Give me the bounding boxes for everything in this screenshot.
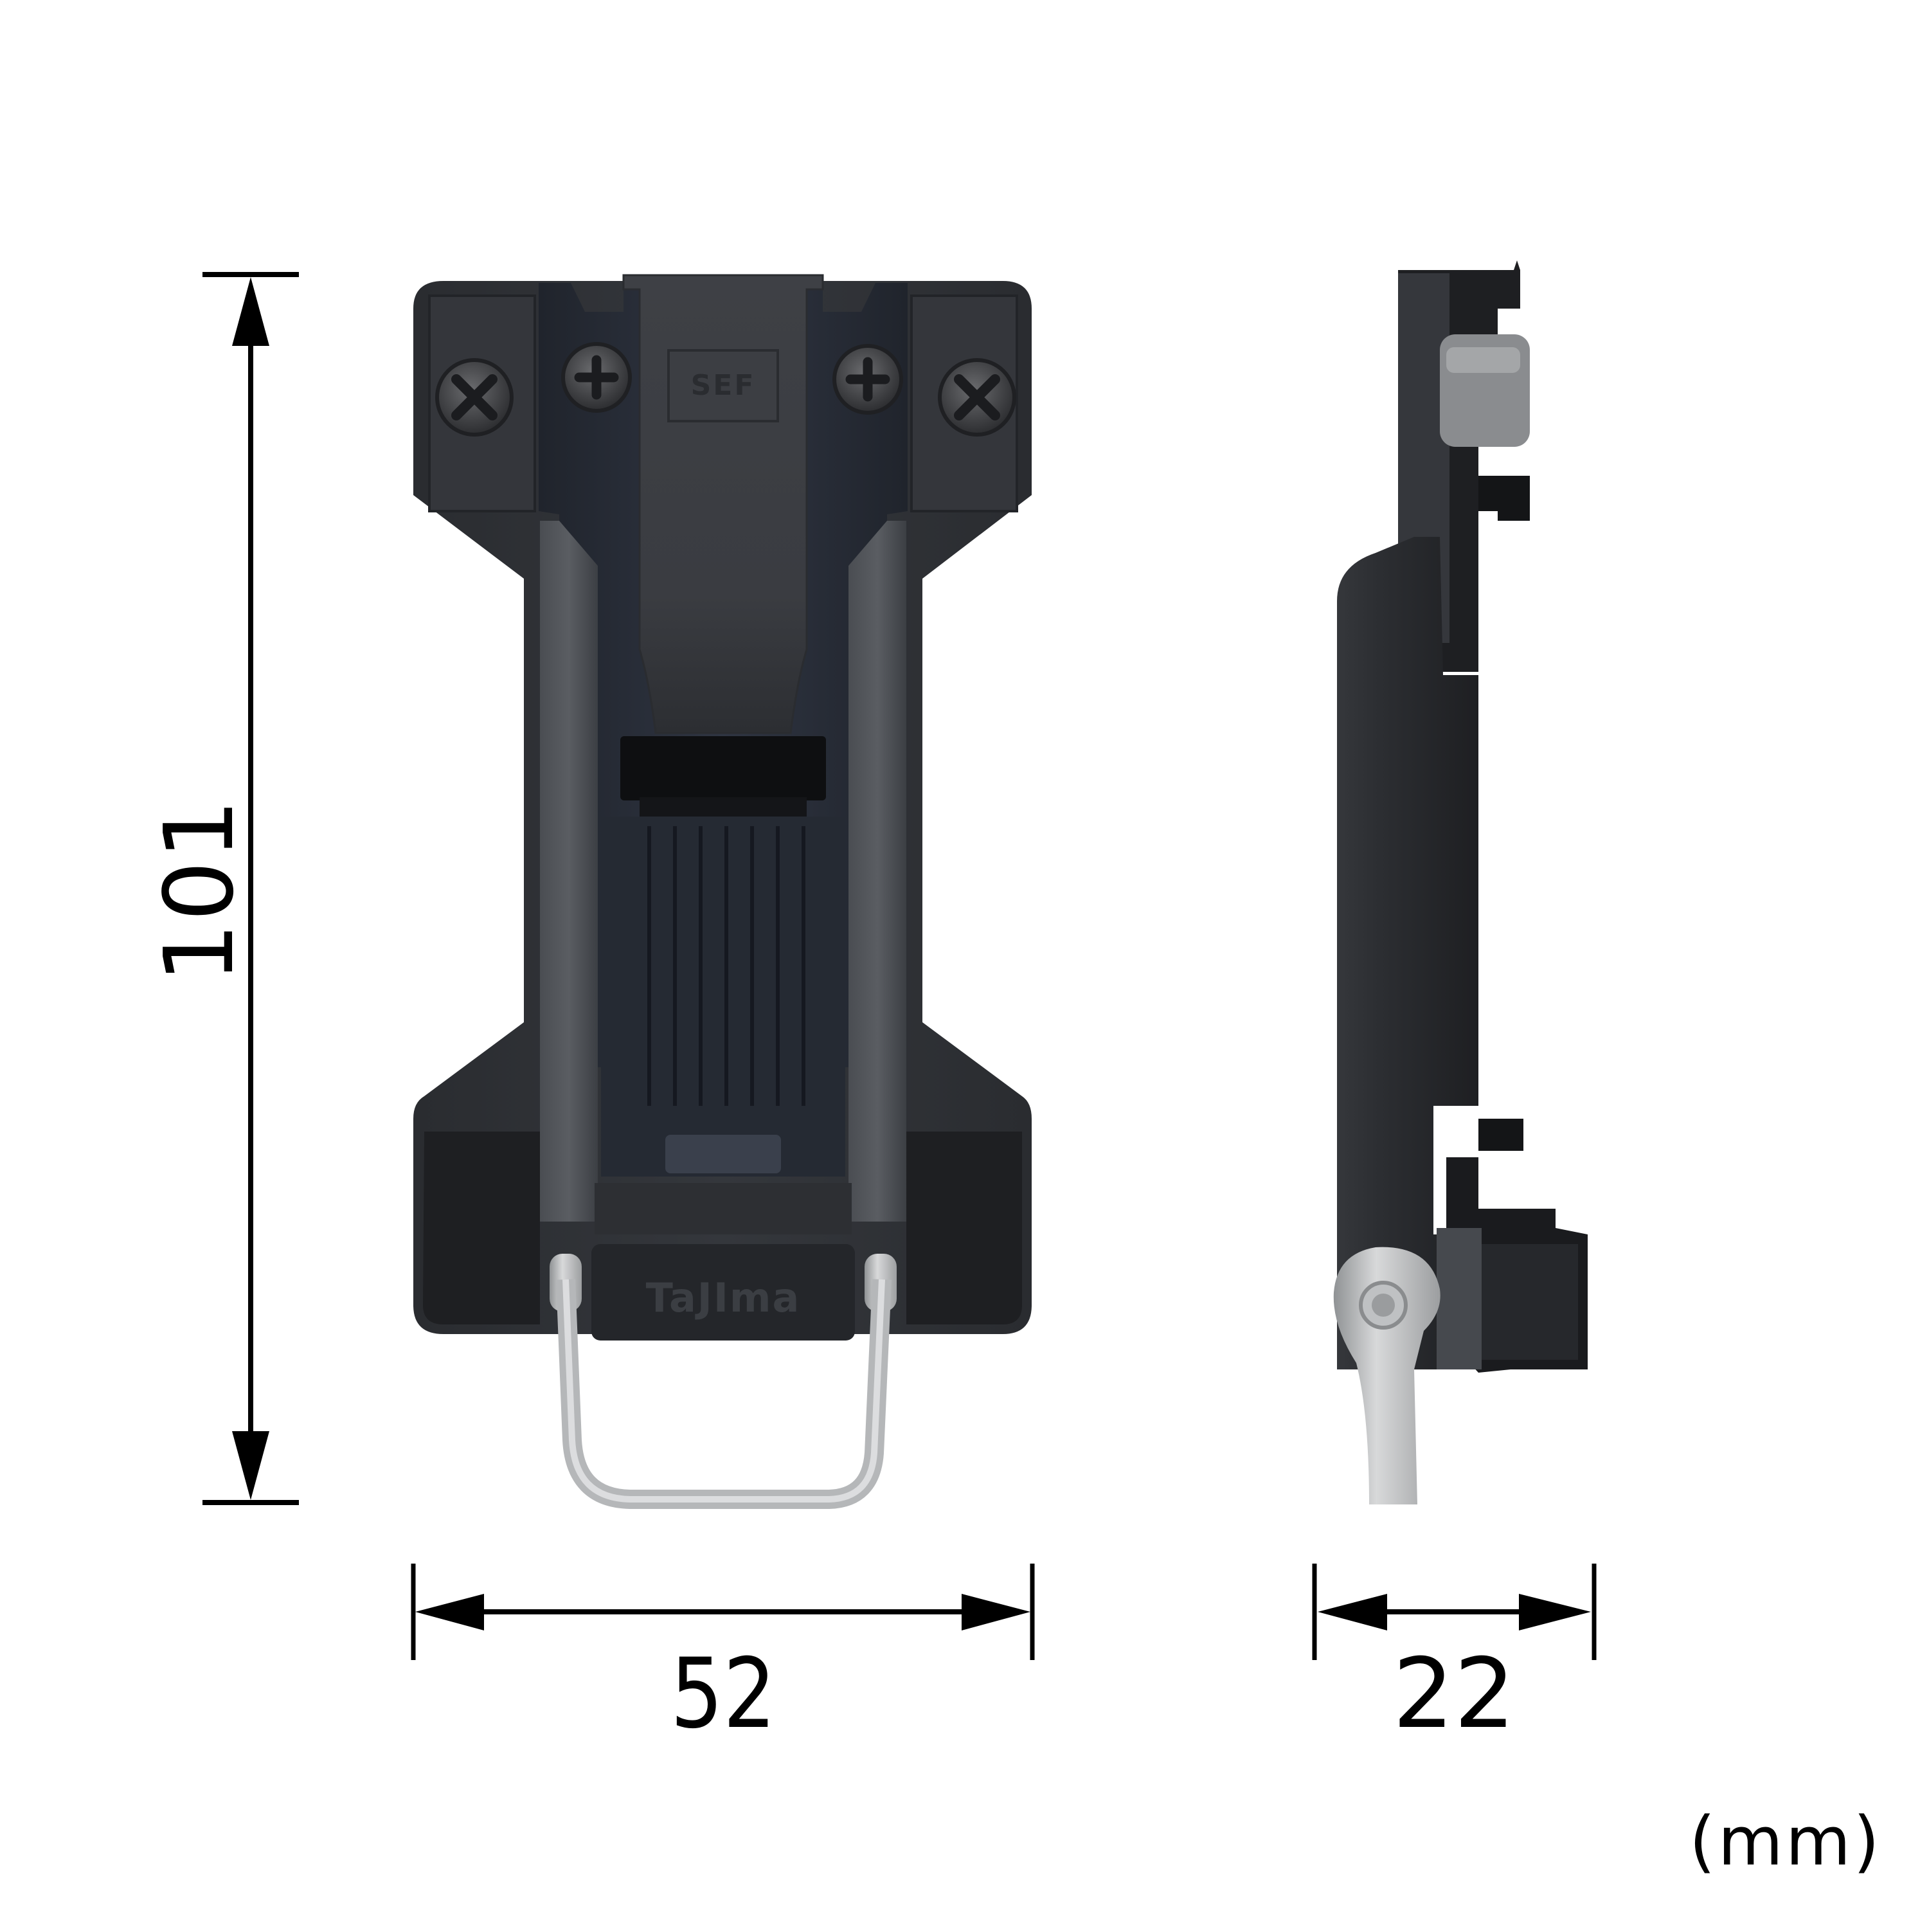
left-rail: [540, 521, 598, 1222]
metal-bale-loop-highlight: [562, 1279, 885, 1503]
side-roller-highlight: [1446, 347, 1520, 373]
arrow-left-icon: [1318, 1594, 1387, 1630]
slider-frame-bottom: [595, 1183, 852, 1234]
width-dimension-label: 52: [670, 1638, 776, 1750]
screw-icon: [561, 342, 632, 413]
side-view: [1333, 260, 1588, 1504]
unit-label: (mm): [1689, 1802, 1882, 1881]
side-main-body: [1337, 537, 1478, 1369]
arrow-right-icon: [962, 1594, 1030, 1630]
arrow-left-icon: [415, 1594, 484, 1630]
slider-bottom-pad: [665, 1135, 781, 1173]
height-dimension: [202, 272, 299, 1505]
tajima-emboss-text: TaJIma: [646, 1274, 801, 1321]
slider-ribs: [647, 826, 805, 1106]
height-dimension-label: 101: [144, 797, 255, 984]
screw-icon: [938, 358, 1016, 437]
depth-dimension: [1312, 1564, 1597, 1660]
arrow-up-icon: [232, 277, 269, 346]
depth-dimension-label: 22: [1392, 1638, 1516, 1750]
center-clip: [622, 274, 824, 734]
side-lower-jaw-face: [1482, 1244, 1578, 1360]
latch-bar: [620, 736, 826, 800]
width-dimension: [411, 1564, 1035, 1660]
side-lower-hook: [1478, 1119, 1523, 1151]
arrow-right-icon: [1519, 1594, 1591, 1630]
right-rail: [848, 521, 906, 1222]
ribbed-slider: [601, 817, 845, 1177]
sef-emboss-text: SEF: [691, 369, 756, 402]
front-bottom-foot: [906, 1132, 1022, 1324]
latch-bar-base: [640, 797, 807, 817]
front-view: SEF TaJIma: [413, 274, 1032, 1509]
arrow-down-icon: [232, 1431, 269, 1500]
front-bottom-foot: [423, 1132, 540, 1324]
sef-emboss-plate: [667, 349, 779, 422]
screw-icon: [832, 344, 903, 415]
tajima-hinge-block: [591, 1244, 855, 1341]
side-upper-hook: [1478, 476, 1530, 521]
side-step-face: [1437, 1228, 1482, 1369]
lever-rivet-center: [1372, 1294, 1395, 1317]
screw-icon: [435, 358, 514, 437]
